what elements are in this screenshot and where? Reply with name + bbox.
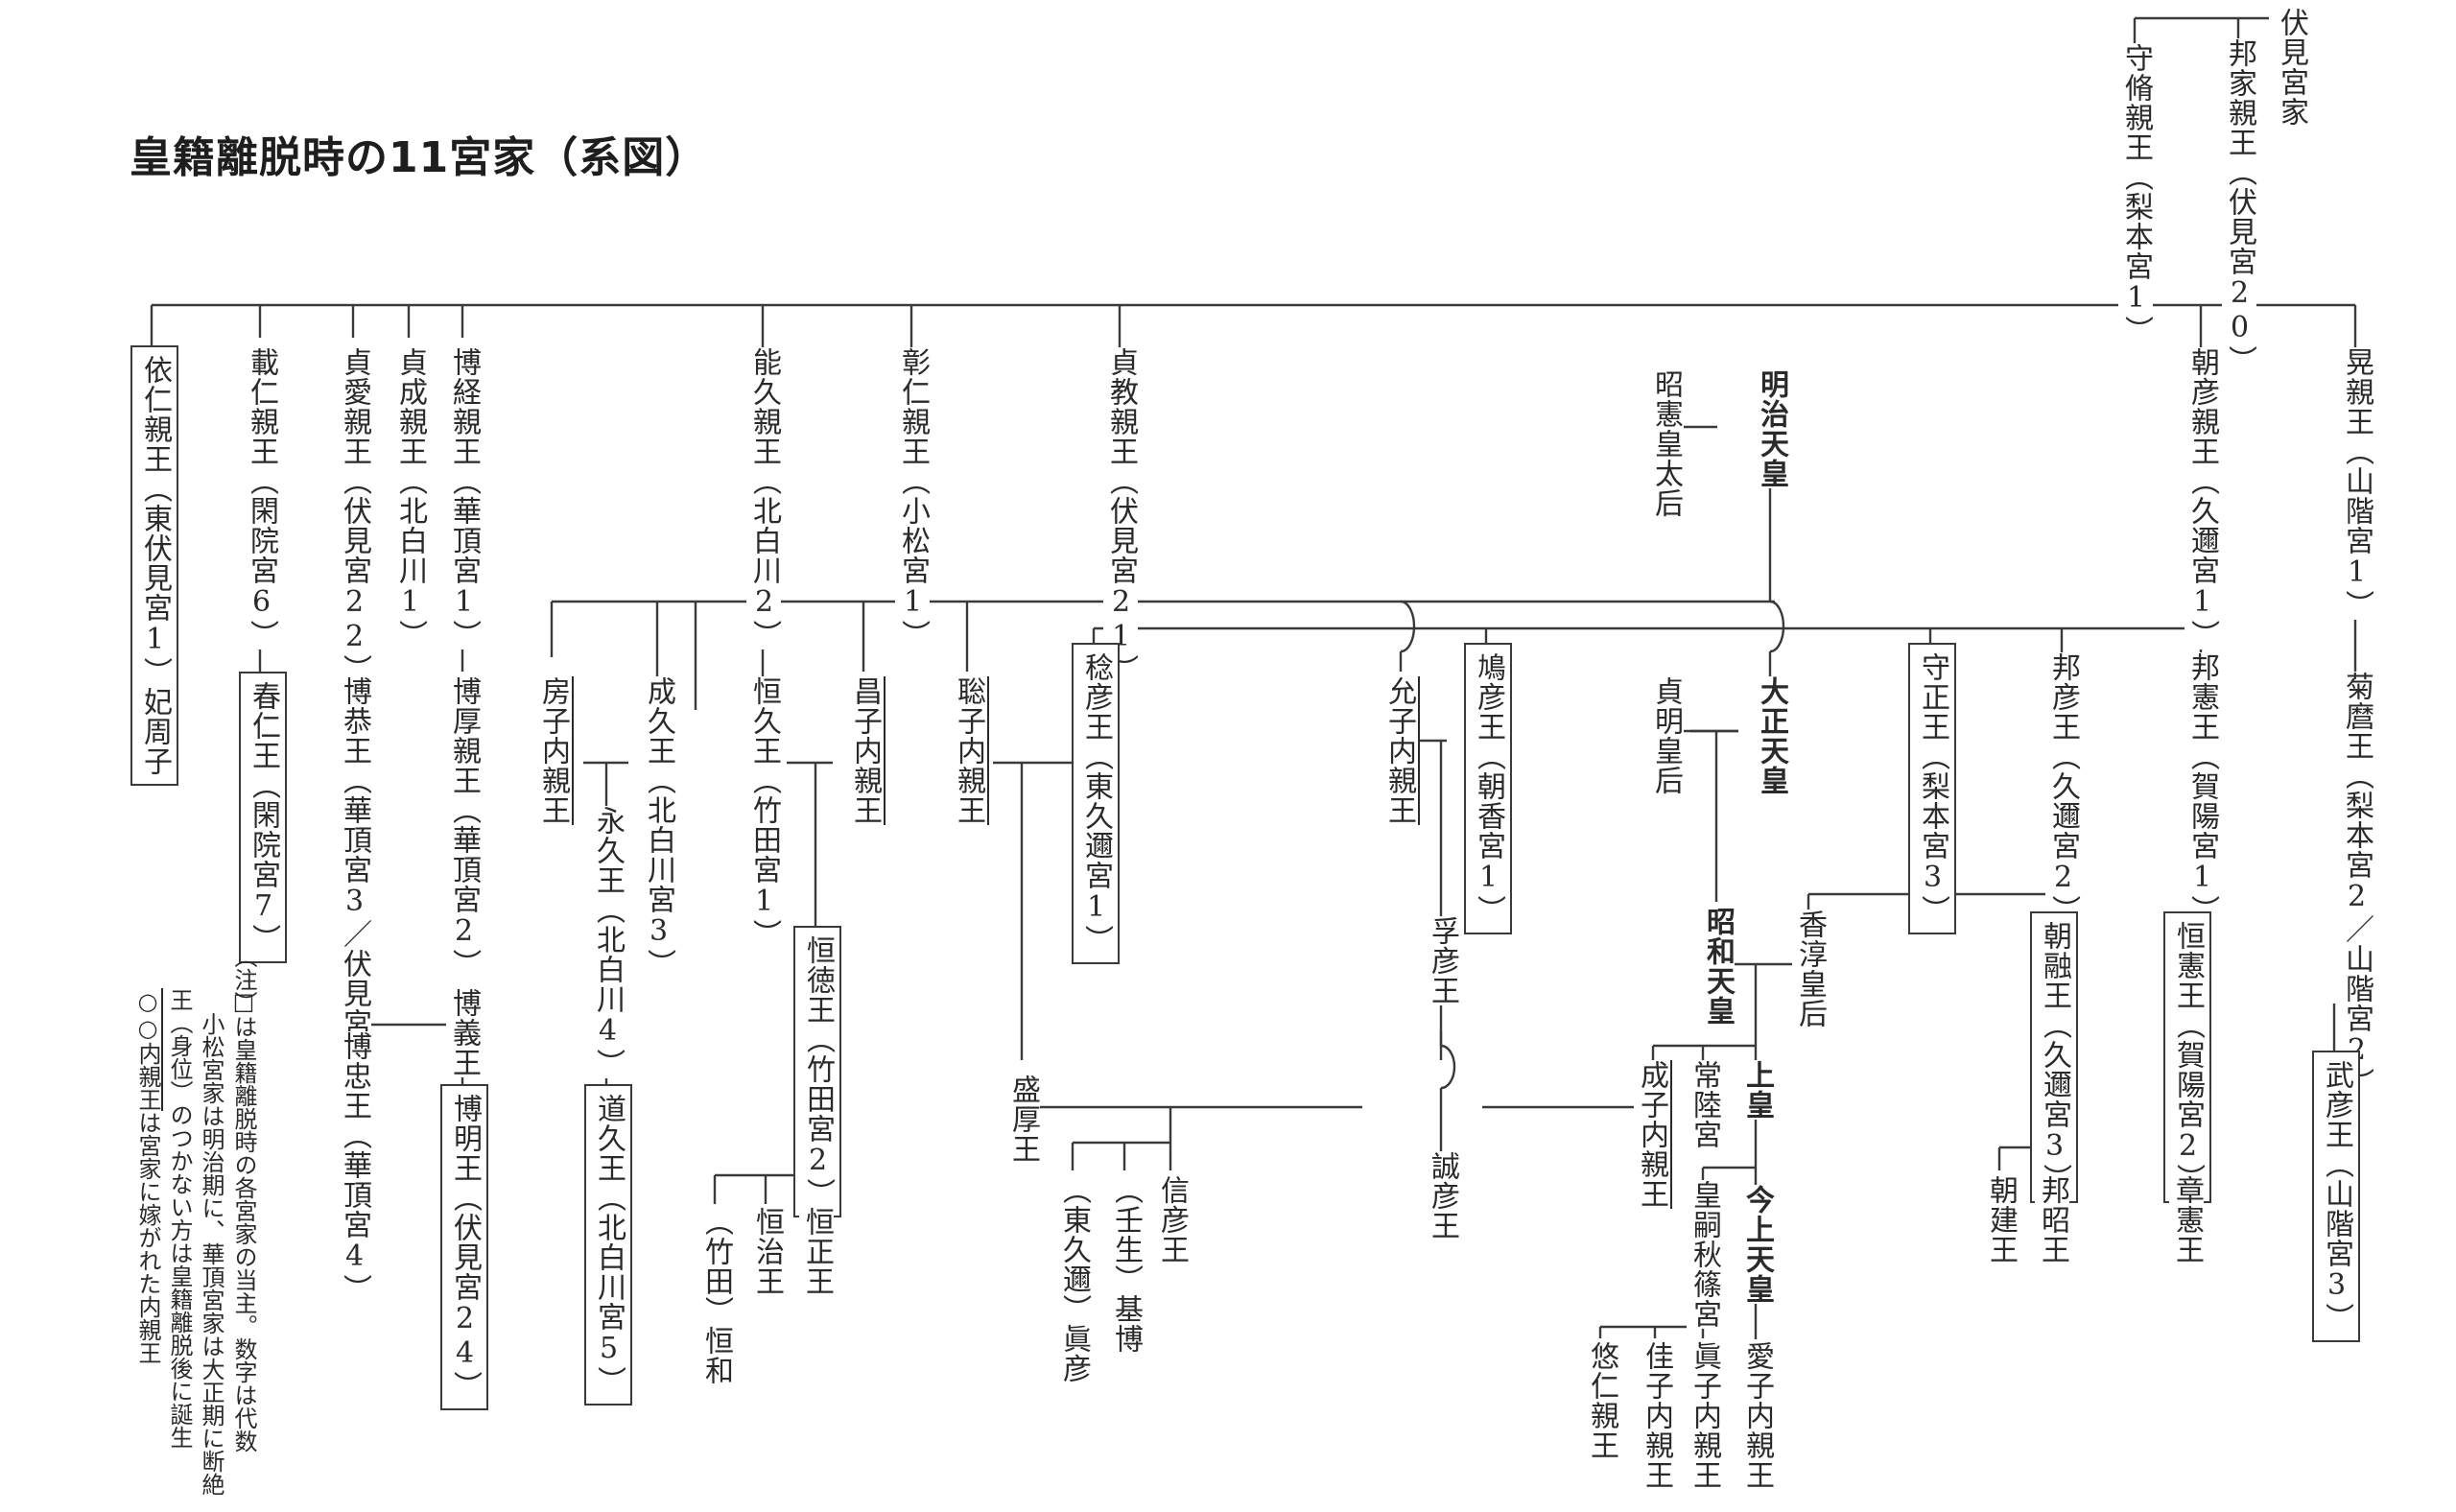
- node-showa-emperor: 昭和天皇: [1700, 907, 1735, 1026]
- node-kuniie: 邦家親王（伏見宮20）: [2222, 38, 2256, 375]
- node-meiji-emperor: 明治天皇: [1754, 369, 1788, 488]
- node-morihiro: 盛厚王: [1005, 1075, 1040, 1164]
- node-fusako: 房子内親王: [535, 676, 574, 825]
- node-hiroaki: 博明王（伏見宮24）: [440, 1084, 488, 1410]
- node-hiroyoshi: 博義王: [446, 988, 481, 1077]
- node-sadanori: 貞教親王（伏見宮21）: [1103, 347, 1138, 684]
- node-kotohito: 載仁親王（閑院宮6）: [244, 347, 278, 650]
- note-princess-marker: ○○内親王: [134, 988, 163, 1111]
- note-line-2: 小松宮家は明治期に、華頂宮家は大正期に断絶: [198, 1012, 224, 1496]
- node-naruhisa: 成久王（北白川宮3）: [641, 676, 675, 979]
- node-yasuhiko: 鳩彦王（朝香宮1）: [1464, 643, 1512, 934]
- node-hisahito: 悠仁親王: [1584, 1341, 1618, 1460]
- node-tomohiko: 誠彦王: [1425, 1151, 1459, 1240]
- node-naruhiko: 稔彦王（東久邇宮1）: [1072, 643, 1120, 964]
- node-yoshihisa: 能久親王（北白川2）: [746, 347, 781, 650]
- node-nobuhiko: 信彦王: [1154, 1175, 1189, 1264]
- node-motohiro: （壬生）基博: [1108, 1175, 1143, 1354]
- node-kuniaki: 邦昭王: [2035, 1175, 2069, 1264]
- note-line-4-text: は宮家に嫁がれた内親王: [134, 1111, 161, 1364]
- node-yorihito: 依仁親王（東伏見宮1）妃周子: [130, 345, 178, 786]
- node-kuninori: 邦憲王（賀陽宮1）: [2184, 652, 2219, 925]
- node-haruhito: 春仁王（閑院宮7）: [239, 672, 287, 963]
- node-masako: 昌子内親王: [847, 676, 886, 825]
- page-title: 皇籍離脱時の11宮家（系図）: [130, 133, 709, 182]
- node-akishino: 皇嗣秋篠宮: [1687, 1180, 1721, 1329]
- node-hirotsune: 博経親王（華頂宮1）: [446, 347, 481, 650]
- node-akira: 晃親王（山階宮1）: [2339, 347, 2373, 620]
- node-takehiko: 武彦王（山階宮3）: [2312, 1051, 2360, 1342]
- node-taisho-emperor: 大正天皇: [1754, 676, 1788, 795]
- node-tsunetada: 恒正王: [799, 1207, 834, 1296]
- node-kako: 佳子内親王: [1639, 1341, 1673, 1490]
- node-joko: 上皇: [1739, 1060, 1774, 1120]
- node-sadanari: 貞成親王（北白川1）: [392, 347, 427, 650]
- note-line-3: 王（身位）のつかない方は皇籍離脱後に誕生: [166, 988, 193, 1449]
- node-tsuneharu: 恒治王: [749, 1207, 784, 1296]
- node-kojun-empress: 香淳皇后: [1792, 910, 1827, 1028]
- node-teimei-empress: 貞明皇后: [1648, 676, 1683, 795]
- node-akinori: 章憲王: [2169, 1175, 2204, 1264]
- note-line-1: □は皇籍離脱時の各宮家の当主。数字は代数: [230, 988, 257, 1453]
- node-tsunekazu: （竹田）恒和: [698, 1207, 733, 1385]
- node-hirotada: 博忠王（華頂宮4）: [337, 1031, 371, 1304]
- node-mako: 眞子内親王: [1687, 1341, 1721, 1490]
- node-toshiko: 聡子内親王: [951, 676, 989, 825]
- node-kikumaro: 菊麿王（梨本宮2／山階宮2）: [2339, 672, 2373, 1098]
- node-nagahisa: 永久王（北白川4）: [590, 806, 625, 1078]
- node-akihito-komatsu: 彰仁親王（小松宮1）: [895, 347, 930, 650]
- node-hiroatsu: 博厚親王（華頂宮2）: [446, 676, 481, 979]
- note-line-4: ○○内親王は宮家に嫁がれた内親王: [131, 988, 164, 1364]
- node-shigeko: 成子内親王: [1634, 1060, 1672, 1209]
- node-reigning-emperor: 今上天皇: [1739, 1185, 1774, 1304]
- node-shoken-empress: 昭憲皇太后: [1648, 369, 1683, 518]
- node-takahiko: 孚彦王: [1425, 916, 1459, 1005]
- node-asaakira: 朝融王（久邇宮3）: [2030, 911, 2078, 1203]
- node-michihisa: 道久王（北白川宮5）: [584, 1084, 632, 1406]
- node-tsunenori: 恒徳王（竹田宮2）: [793, 926, 841, 1217]
- node-sadanaru: 貞愛親王（伏見宮22）: [337, 347, 371, 684]
- node-morimasa: 守正王（梨本宮3）: [1908, 643, 1956, 934]
- node-tsunenori-kaya: 恒憲王（賀陽宮2）: [2163, 911, 2211, 1203]
- node-aiko: 愛子内親王: [1739, 1341, 1774, 1490]
- node-hitachi: 常陸宮: [1687, 1060, 1721, 1149]
- fushimi-house-root: 伏見宮家: [2274, 8, 2308, 127]
- note-heading: （注）: [230, 945, 257, 1014]
- node-moriosa: 守脩親王（梨本宮1）: [2118, 43, 2153, 345]
- node-asatake: 朝建王: [1983, 1175, 2018, 1264]
- node-tsunehisa: 恒久王（竹田宮1）: [746, 676, 781, 949]
- node-kunihiko: 邦彦王（久邇宮2）: [2045, 652, 2080, 925]
- node-masahiko: （東久邇）眞彦: [1056, 1175, 1091, 1383]
- node-nobuko: 允子内親王: [1382, 676, 1420, 825]
- node-asahiko: 朝彦親王（久邇宮1）: [2184, 347, 2219, 650]
